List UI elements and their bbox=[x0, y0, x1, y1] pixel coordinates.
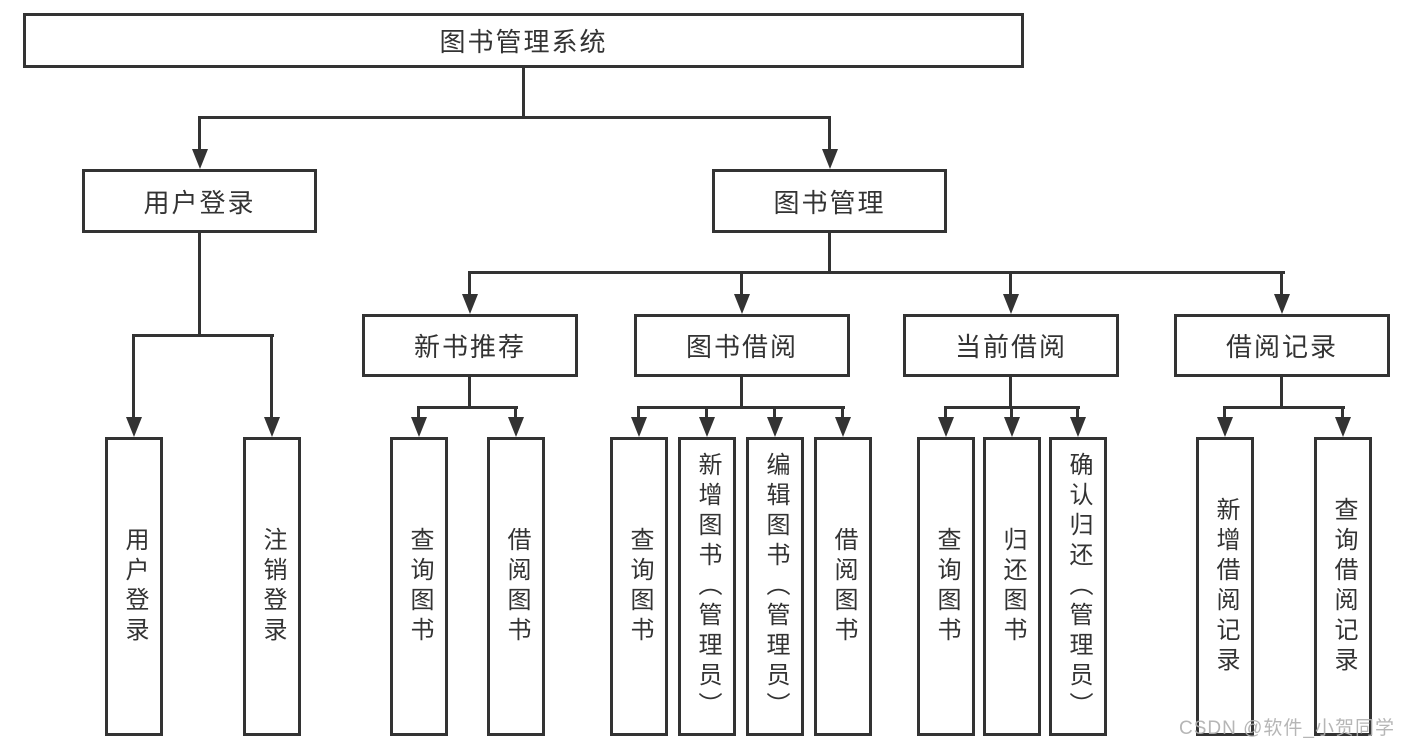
node-borrow-records: 借阅记录 bbox=[1174, 314, 1390, 377]
leaf-label: 查询图书 bbox=[626, 526, 653, 647]
leaf-query-books-current: 查询图书 bbox=[917, 437, 975, 736]
connector-group-split bbox=[1223, 406, 1345, 409]
connector-to-leaf bbox=[944, 406, 947, 419]
connector-to-leaf bbox=[841, 406, 844, 419]
arrowhead-leaf bbox=[938, 417, 954, 437]
leaf-query-books-recommend: 查询图书 bbox=[390, 437, 448, 736]
connector-group-stub bbox=[1009, 377, 1012, 409]
leaf-confirm-return-admin: 确认归还（管理员） bbox=[1049, 437, 1107, 736]
node-label: 当前借阅 bbox=[954, 332, 1067, 362]
arrowhead-leaf bbox=[264, 417, 280, 437]
arrowhead-leaf bbox=[1217, 417, 1233, 437]
leaf-label: 注销登录 bbox=[259, 526, 286, 647]
node-book-management: 图书管理 bbox=[712, 169, 947, 233]
connector-to-leaf bbox=[132, 334, 135, 419]
connector-to-leaf bbox=[417, 406, 420, 419]
arrowhead-group bbox=[462, 294, 478, 314]
node-book-borrow: 图书借阅 bbox=[634, 314, 850, 377]
leaf-label: 新增借阅记录 bbox=[1212, 496, 1239, 677]
node-label: 图书管理 bbox=[773, 187, 886, 218]
connector-mgmt-stub bbox=[828, 233, 831, 274]
leaf-borrow-books: 借阅图书 bbox=[814, 437, 872, 736]
arrowhead-group bbox=[1274, 294, 1290, 314]
arrowhead-leaf bbox=[835, 417, 851, 437]
connector-to-group bbox=[1280, 271, 1283, 297]
leaf-label: 借阅图书 bbox=[503, 526, 530, 647]
connector-to-leaf bbox=[705, 406, 708, 419]
leaf-label: 查询借阅记录 bbox=[1330, 496, 1357, 677]
leaf-borrow-books-recommend: 借阅图书 bbox=[487, 437, 545, 736]
leaf-logout: 注销登录 bbox=[243, 437, 301, 736]
leaf-label: 确认归还（管理员） bbox=[1065, 451, 1092, 722]
arrowhead-leaf bbox=[699, 417, 715, 437]
leaf-label: 查询图书 bbox=[933, 526, 960, 647]
arrowhead-book-management bbox=[822, 149, 838, 169]
leaf-label: 用户登录 bbox=[121, 526, 148, 647]
connector-to-leaf bbox=[1223, 406, 1226, 419]
leaf-label: 借阅图书 bbox=[830, 526, 857, 647]
csdn-watermark: CSDN @软件_小贺同学 bbox=[1179, 718, 1395, 739]
connector-mgmt-split bbox=[468, 271, 1285, 274]
leaf-add-borrow-record: 新增借阅记录 bbox=[1196, 437, 1254, 736]
connector-to-leaf bbox=[637, 406, 640, 419]
arrowhead-group bbox=[734, 294, 750, 314]
arrowhead-leaf bbox=[1004, 417, 1020, 437]
node-new-book-recommend: 新书推荐 bbox=[362, 314, 578, 377]
connector-group-stub bbox=[740, 377, 743, 409]
connector-to-group bbox=[740, 271, 743, 297]
node-user-login: 用户登录 bbox=[82, 169, 317, 233]
connector-group-split bbox=[637, 406, 845, 409]
connector-root-stub bbox=[522, 67, 525, 119]
leaf-add-books-admin: 新增图书（管理员） bbox=[678, 437, 736, 736]
leaf-user-login: 用户登录 bbox=[105, 437, 163, 736]
arrowhead-leaf bbox=[767, 417, 783, 437]
connector-to-leaf bbox=[773, 406, 776, 419]
connector-to-leaf bbox=[1010, 406, 1013, 419]
arrowhead-leaf bbox=[126, 417, 142, 437]
leaf-query-borrow-record: 查询借阅记录 bbox=[1314, 437, 1372, 736]
node-label: 用户登录 bbox=[143, 187, 256, 218]
connector-root-split bbox=[198, 116, 831, 119]
connector-to-user-login bbox=[198, 116, 201, 150]
leaf-label: 编辑图书（管理员） bbox=[762, 451, 789, 722]
arrowhead-user-login bbox=[192, 149, 208, 169]
leaf-label: 查询图书 bbox=[406, 526, 433, 647]
arrowhead-leaf bbox=[508, 417, 524, 437]
arrowhead-leaf bbox=[1335, 417, 1351, 437]
leaf-return-books: 归还图书 bbox=[983, 437, 1041, 736]
node-current-borrow: 当前借阅 bbox=[903, 314, 1119, 377]
leaf-edit-books-admin: 编辑图书（管理员） bbox=[746, 437, 804, 736]
arrowhead-leaf bbox=[631, 417, 647, 437]
connector-to-leaf bbox=[270, 334, 273, 419]
connector-group-split bbox=[417, 406, 518, 409]
arrowhead-group bbox=[1003, 294, 1019, 314]
leaf-label: 新增图书（管理员） bbox=[694, 451, 721, 722]
node-root-library-system: 图书管理系统 bbox=[23, 13, 1024, 68]
connector-user-stub bbox=[198, 233, 201, 337]
connector-user-split bbox=[132, 334, 274, 337]
connector-to-leaf bbox=[514, 406, 517, 419]
arrowhead-leaf bbox=[411, 417, 427, 437]
connector-to-group bbox=[468, 271, 471, 297]
connector-to-book-management bbox=[828, 116, 831, 150]
node-label: 新书推荐 bbox=[413, 332, 526, 362]
connector-group-stub bbox=[468, 377, 471, 409]
connector-to-leaf bbox=[1341, 406, 1344, 419]
connector-group-stub bbox=[1280, 377, 1283, 409]
node-label: 借阅记录 bbox=[1225, 332, 1338, 362]
node-label: 图书借阅 bbox=[685, 332, 798, 362]
connector-to-leaf bbox=[1076, 406, 1079, 419]
leaf-label: 归还图书 bbox=[999, 526, 1026, 647]
node-label: 图书管理系统 bbox=[439, 27, 608, 57]
arrowhead-leaf bbox=[1070, 417, 1086, 437]
leaf-query-books-borrow: 查询图书 bbox=[610, 437, 668, 736]
connector-to-group bbox=[1009, 271, 1012, 297]
